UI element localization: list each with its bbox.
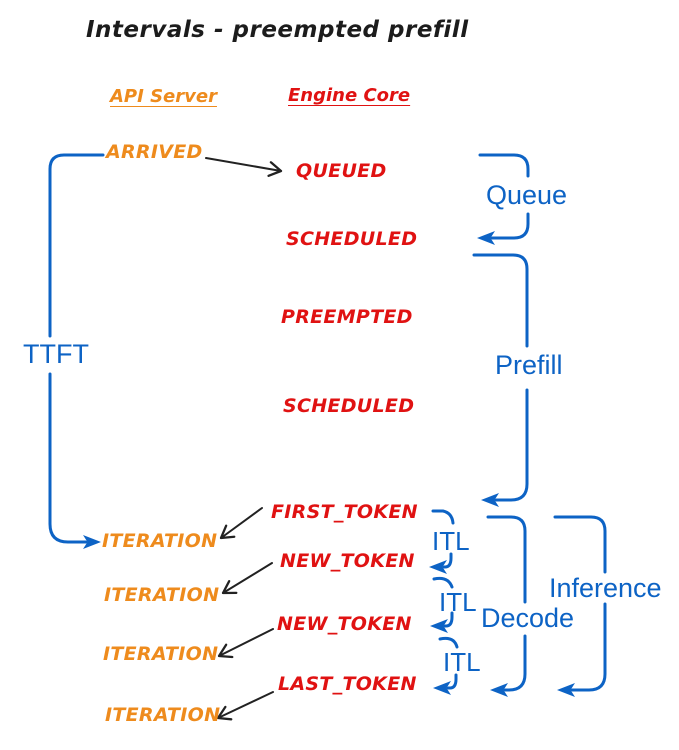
event-scheduled-2: SCHEDULED <box>283 395 415 417</box>
event-last-token: LAST_TOKEN <box>278 673 417 695</box>
event-new-token-1: NEW_TOKEN <box>280 550 415 572</box>
interval-label-queue: Queue <box>486 180 568 210</box>
event-queued: QUEUED <box>296 160 387 182</box>
itl-2-bracket-top <box>432 576 454 589</box>
event-scheduled-1: SCHEDULED <box>286 228 418 250</box>
itl-1-hook-arrow <box>429 552 453 574</box>
new-token-1-to-iteration-arrow <box>221 562 273 595</box>
interval-label-inference: Inference <box>549 573 662 603</box>
column-header-engine-core: Engine Core <box>288 85 411 106</box>
event-new-token-2: NEW_TOKEN <box>277 613 412 635</box>
event-preempted: PREEMPTED <box>281 306 413 328</box>
itl-3-bracket-top <box>438 636 459 649</box>
prefill-bracket-arrow <box>472 253 529 500</box>
event-iteration-3: ITERATION <box>103 643 219 665</box>
ttft-bracket-arrow <box>48 153 105 542</box>
inference-bracket-arrow <box>553 515 607 690</box>
event-iteration-2: ITERATION <box>104 584 220 606</box>
interval-label-ttft: TTFT <box>23 339 89 369</box>
arrived-to-queued-arrow <box>205 157 283 177</box>
event-arrived: ARRIVED <box>106 141 203 163</box>
decode-bracket-arrow <box>486 515 527 690</box>
last-token-to-iteration-arrow <box>216 691 274 721</box>
queue-bracket-arrow <box>480 153 530 238</box>
interval-label-itl-3: ITL <box>443 647 481 677</box>
interval-label-itl-1: ITL <box>432 526 470 556</box>
event-first-token: FIRST_TOKEN <box>271 501 418 523</box>
itl-2-hook-arrow <box>430 611 454 633</box>
new-token-2-to-iteration-arrow <box>217 628 274 659</box>
event-iteration-1: ITERATION <box>102 530 218 552</box>
interval-label-itl-2: ITL <box>439 587 477 617</box>
interval-label-decode: Decode <box>481 603 575 633</box>
diagram-title: Intervals - preempted prefill <box>86 17 469 43</box>
interval-label-prefill: Prefill <box>495 350 563 380</box>
itl-1-bracket-top <box>431 509 455 525</box>
event-iteration-4: ITERATION <box>105 704 221 726</box>
column-header-api-server: API Server <box>110 86 217 107</box>
first-token-to-iteration-arrow <box>219 507 263 540</box>
itl-3-hook-arrow <box>433 673 458 695</box>
